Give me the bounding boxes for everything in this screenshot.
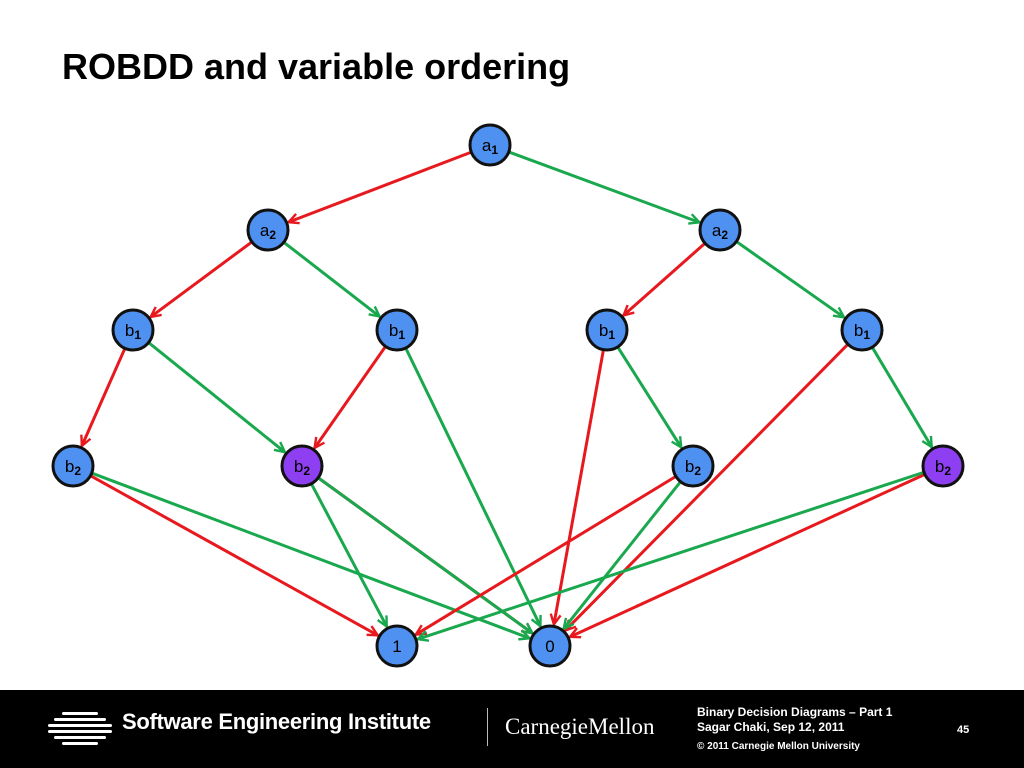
edge-high-n4-n9-7 bbox=[147, 341, 285, 453]
slide-info: Binary Decision Diagrams – Part 1 Sagar … bbox=[697, 705, 892, 735]
bdd-node-n6: b1 bbox=[585, 308, 629, 352]
node-circle bbox=[280, 444, 324, 488]
edge-high-n10-t0-20 bbox=[564, 480, 682, 629]
copyright-text: © 2011 Carnegie Mellon University bbox=[697, 741, 860, 752]
node-subscript: 1 bbox=[398, 328, 405, 342]
page-number: 45 bbox=[957, 724, 970, 736]
node-variable: 1 bbox=[392, 637, 401, 656]
node-variable: b bbox=[294, 457, 303, 476]
bdd-node-n1: a1 bbox=[468, 123, 512, 167]
node-subscript: 2 bbox=[269, 228, 276, 242]
node-label: b2 bbox=[294, 457, 310, 478]
edge-low-n2-n4-2 bbox=[151, 240, 253, 317]
node-circle bbox=[375, 308, 419, 352]
bdd-node-n3: a2 bbox=[698, 208, 742, 252]
node-subscript: 2 bbox=[303, 464, 310, 478]
sei-logo-icon bbox=[48, 712, 112, 745]
footer-bar: Software Engineering Institute CarnegieM… bbox=[0, 690, 1024, 768]
node-subscript: 2 bbox=[721, 228, 728, 242]
node-variable: b bbox=[389, 321, 398, 340]
node-circle bbox=[468, 123, 512, 167]
bdd-node-n8: b2 bbox=[51, 444, 95, 488]
edge-low-n8-t1-14 bbox=[89, 474, 377, 637]
edge-high-n9-t1-17 bbox=[310, 482, 389, 627]
university-logo: CarnegieMellon bbox=[505, 714, 655, 739]
bdd-node-t0: 0 bbox=[528, 624, 572, 668]
node-label: b2 bbox=[65, 457, 81, 478]
edge-high-n5-t0-9 bbox=[404, 347, 542, 626]
node-variable: b bbox=[854, 321, 863, 340]
edge-low-n5-n9-8 bbox=[315, 345, 387, 448]
node-circle bbox=[528, 624, 572, 668]
node-variable: b bbox=[125, 321, 134, 340]
bdd-node-t1: 1 bbox=[375, 624, 419, 668]
edge-low-n3-n6-4 bbox=[623, 242, 707, 315]
node-variable: b bbox=[65, 457, 74, 476]
node-label: b1 bbox=[125, 321, 141, 342]
node-variable: 0 bbox=[545, 637, 554, 656]
node-circle bbox=[246, 208, 290, 252]
node-subscript: 1 bbox=[608, 328, 615, 342]
node-circle bbox=[375, 624, 419, 668]
edge-low-n10-t1-19 bbox=[416, 475, 677, 634]
org-name: Software Engineering Institute bbox=[122, 709, 431, 734]
edge-low-n11-t0-21 bbox=[570, 472, 926, 637]
edge-high-n6-n10-11 bbox=[616, 346, 682, 448]
edge-high-n1-n3-1 bbox=[508, 150, 700, 222]
node-label: 1 bbox=[392, 637, 401, 656]
node-label: a2 bbox=[260, 221, 276, 242]
node-label: a1 bbox=[482, 136, 498, 157]
node-variable: a bbox=[260, 221, 270, 240]
node-circle bbox=[585, 308, 629, 352]
bdd-node-n11: b2 bbox=[921, 444, 965, 488]
edge-low-n7-t0-12 bbox=[565, 343, 850, 630]
node-variable: a bbox=[712, 221, 722, 240]
slide-title: ROBDD and variable ordering bbox=[62, 46, 571, 87]
edge-high-n2-n5-3 bbox=[282, 241, 380, 316]
node-circle bbox=[111, 308, 155, 352]
node-subscript: 1 bbox=[491, 143, 498, 157]
node-circle bbox=[698, 208, 742, 252]
node-label: a2 bbox=[712, 221, 728, 242]
node-circle bbox=[51, 444, 95, 488]
node-circle bbox=[921, 444, 965, 488]
course-title: Binary Decision Diagrams – Part 1 bbox=[697, 705, 893, 719]
edge-high-n7-n11-13 bbox=[870, 346, 932, 447]
node-subscript: 1 bbox=[863, 328, 870, 342]
edge-low-n4-n8-6 bbox=[82, 347, 127, 446]
node-variable: b bbox=[599, 321, 608, 340]
node-label: 0 bbox=[545, 637, 554, 656]
node-circle bbox=[671, 444, 715, 488]
footer-divider bbox=[487, 708, 488, 746]
edge-low-n1-n2-0 bbox=[289, 150, 472, 222]
bdd-node-n2: a2 bbox=[246, 208, 290, 252]
node-subscript: 2 bbox=[944, 464, 951, 478]
edges-layer bbox=[82, 150, 932, 639]
node-variable: a bbox=[482, 136, 492, 155]
node-label: b1 bbox=[854, 321, 870, 342]
bdd-node-n4: b1 bbox=[111, 308, 155, 352]
node-label: b1 bbox=[599, 321, 615, 342]
node-subscript: 2 bbox=[74, 464, 81, 478]
node-variable: b bbox=[685, 457, 694, 476]
node-circle bbox=[840, 308, 884, 352]
edge-high-n11-t1-22 bbox=[418, 470, 925, 639]
node-label: b1 bbox=[389, 321, 405, 342]
presenter-date: Sagar Chaki, Sep 12, 2011 bbox=[697, 720, 845, 734]
bdd-node-n10: b2 bbox=[671, 444, 715, 488]
edge-high-n9-t0-18 bbox=[317, 476, 532, 633]
node-variable: b bbox=[935, 457, 944, 476]
bdd-node-n5: b1 bbox=[375, 308, 419, 352]
edge-low-n6-t0-10 bbox=[554, 349, 605, 625]
edge-high-n8-t0-15 bbox=[91, 471, 530, 638]
bdd-node-n7: b1 bbox=[840, 308, 884, 352]
node-subscript: 1 bbox=[134, 328, 141, 342]
node-subscript: 2 bbox=[694, 464, 701, 478]
edge-high-n3-n7-5 bbox=[735, 240, 844, 318]
node-label: b2 bbox=[935, 457, 951, 478]
node-label: b2 bbox=[685, 457, 701, 478]
bdd-node-n9: b2 bbox=[280, 444, 324, 488]
